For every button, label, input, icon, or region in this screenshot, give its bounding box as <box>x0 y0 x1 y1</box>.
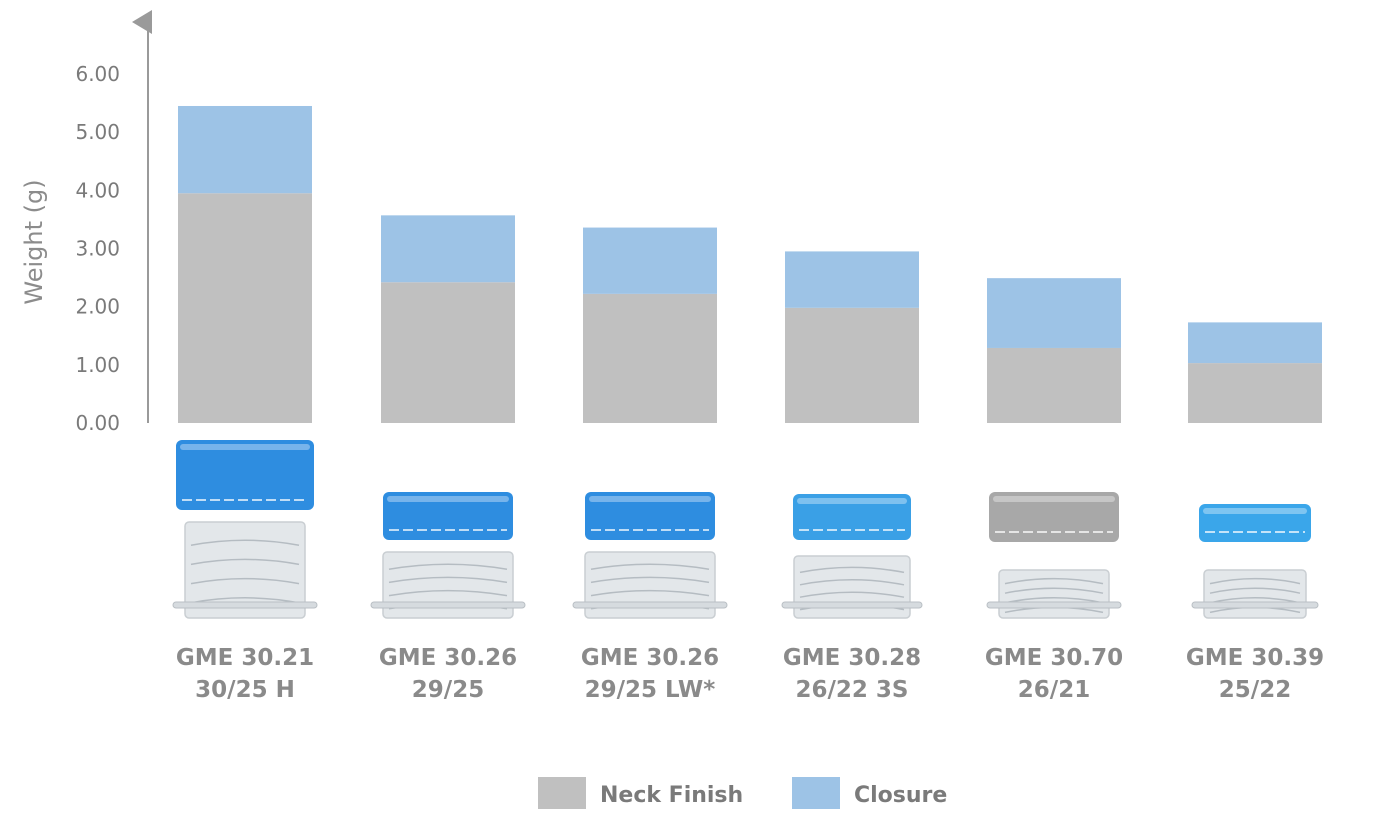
thread-line <box>1209 577 1301 585</box>
support-ring <box>172 601 318 609</box>
y-tick-label: 4.00 <box>75 178 120 202</box>
category-label: 29/25 LW* <box>585 677 716 703</box>
y-tick-label: 5.00 <box>75 120 120 144</box>
thread-line <box>799 579 905 586</box>
bar-closure <box>583 227 717 294</box>
y-tick-label: 1.00 <box>75 353 120 377</box>
bar-neck-finish <box>583 293 717 423</box>
support-ring <box>1191 601 1319 609</box>
legend: Neck Finish Closure <box>538 777 947 809</box>
category-label: GME 30.28 <box>783 645 921 671</box>
y-tick-label: 3.00 <box>75 237 120 261</box>
thread-line <box>388 563 508 570</box>
y-tick-label: 2.00 <box>75 295 120 319</box>
cap-highlight <box>387 496 509 502</box>
thread-line <box>1209 597 1301 604</box>
category-label: GME 30.26 <box>379 645 517 671</box>
closure-cap-icon <box>585 492 715 540</box>
bar-neck-finish <box>785 307 919 423</box>
bar-closure <box>785 251 919 308</box>
bar-neck-finish <box>381 282 515 423</box>
category-label: 26/21 <box>1018 677 1090 703</box>
bar-neck-finish <box>178 193 312 423</box>
category-label: 25/22 <box>1219 677 1291 703</box>
category-label: GME 30.26 <box>581 645 719 671</box>
cap-highlight <box>1203 508 1307 514</box>
category-label: GME 30.39 <box>1186 645 1324 671</box>
support-ring <box>986 601 1122 609</box>
closure-cap-icon <box>383 492 513 540</box>
legend-swatch <box>538 777 586 809</box>
category-label: GME 30.70 <box>985 645 1123 671</box>
bars <box>178 105 1322 423</box>
legend-label: Neck Finish <box>600 783 743 808</box>
bar-closure <box>381 215 515 283</box>
thread-line <box>388 576 508 584</box>
closure-cap-icon <box>989 492 1119 542</box>
category-label: 29/25 <box>412 677 484 703</box>
y-axis-title: Weight (g) <box>20 179 48 304</box>
thread-line <box>190 539 300 546</box>
thread-line <box>799 566 905 574</box>
product-illustration <box>1191 504 1319 619</box>
legend-swatch <box>792 777 840 809</box>
thread-line <box>1004 597 1104 604</box>
support-ring <box>572 601 728 609</box>
product-illustration <box>986 492 1122 619</box>
thread-line <box>190 597 300 604</box>
preform-neck-icon <box>793 555 911 619</box>
y-tick-label: 0.00 <box>75 411 120 435</box>
cap-highlight <box>589 496 711 502</box>
category-labels: GME 30.21 30/25 H GME 30.26 29/25 GME 30.26 2… <box>176 645 1324 703</box>
thread-line <box>388 589 508 597</box>
thread-line <box>1004 587 1104 594</box>
y-tick-label: 6.00 <box>75 62 120 86</box>
cap-highlight <box>993 496 1115 502</box>
product-illustration <box>572 492 728 619</box>
cap-highlight <box>180 444 310 450</box>
product-illustration <box>781 494 923 619</box>
category-label: 30/25 H <box>195 677 295 703</box>
thread-line <box>590 576 710 584</box>
bar-neck-finish <box>1188 363 1322 423</box>
thread-line <box>590 563 710 570</box>
category-label: 26/22 3S <box>796 677 909 703</box>
thread-line <box>1209 587 1301 594</box>
thread-line <box>1004 577 1104 585</box>
cap-highlight <box>797 498 907 504</box>
thread-line <box>799 591 905 598</box>
bar-closure <box>178 105 312 194</box>
bar-closure <box>1188 322 1322 364</box>
preform-neck-icon <box>184 521 306 619</box>
thread-line <box>590 589 710 597</box>
product-illustration <box>172 440 318 619</box>
support-ring <box>370 601 526 609</box>
thread-line <box>190 558 300 566</box>
y-tick-labels: 0.00 1.00 2.00 3.00 4.00 5.00 6.00 <box>75 62 120 435</box>
bar-closure <box>987 278 1121 348</box>
closure-cap-icon <box>793 494 911 540</box>
legend-label: Closure <box>854 783 947 808</box>
closure-cap-icon <box>176 440 314 510</box>
thread-line <box>190 577 300 585</box>
category-label: GME 30.21 <box>176 645 314 671</box>
product-illustrations <box>172 440 1319 619</box>
product-illustration <box>370 492 526 619</box>
support-ring <box>781 601 923 609</box>
bar-neck-finish <box>987 347 1121 423</box>
